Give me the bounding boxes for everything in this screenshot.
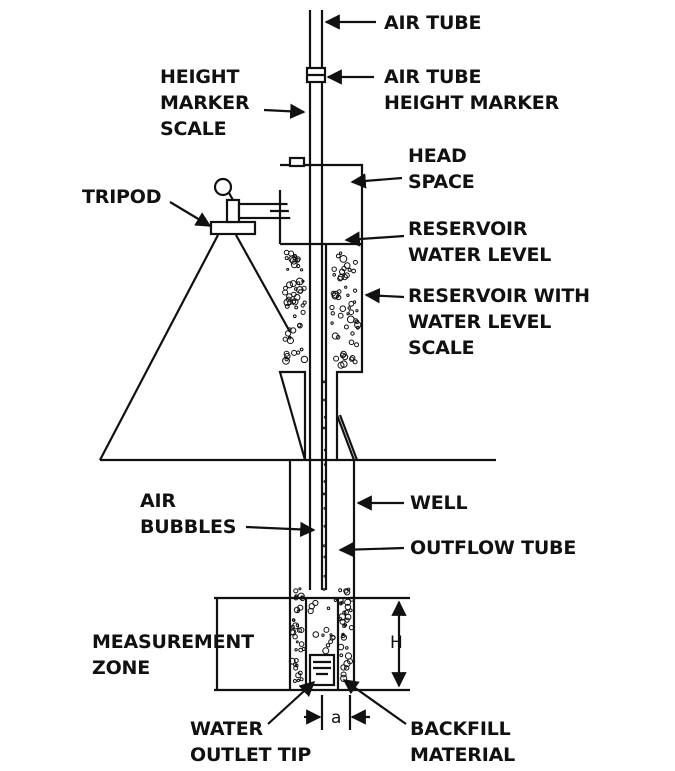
tripod-leg-left [99,234,219,461]
label-outflow-tube: OUTFLOW TUBE [410,537,577,559]
label-water-outlet-tip: WATER OUTLET TIP [190,718,312,766]
tripod-post [225,198,241,224]
label-backfill-material: BACKFILL MATERIAL [410,718,515,766]
label-air-tube: AIR TUBE [384,12,482,34]
tripod-knob [213,177,233,197]
label-tripod: TRIPOD [82,186,162,208]
tripod-plate [209,220,257,236]
tripod-leg-right [235,234,291,333]
label-air-tube-height-marker: AIR TUBE HEIGHT MARKER [384,66,559,114]
water-outlet-tip [308,653,336,687]
label-head-space: HEAD SPACE [408,145,475,193]
dim-a-label: a [331,708,342,728]
reservoir-cap [288,156,306,168]
label-measurement-zone: MEASUREMENT ZONE [92,631,254,679]
dim-h-label: H [390,633,403,653]
label-air-bubbles: AIR BUBBLES [140,490,237,538]
bubble-texture [282,249,362,688]
label-well: WELL [410,492,468,514]
label-height-marker-scale: HEIGHT MARKER SCALE [160,66,250,140]
label-reservoir-with-scale: RESERVOIR WITH WATER LEVEL SCALE [408,285,590,359]
label-reservoir-water-level: RESERVOIR WATER LEVEL [408,218,552,266]
